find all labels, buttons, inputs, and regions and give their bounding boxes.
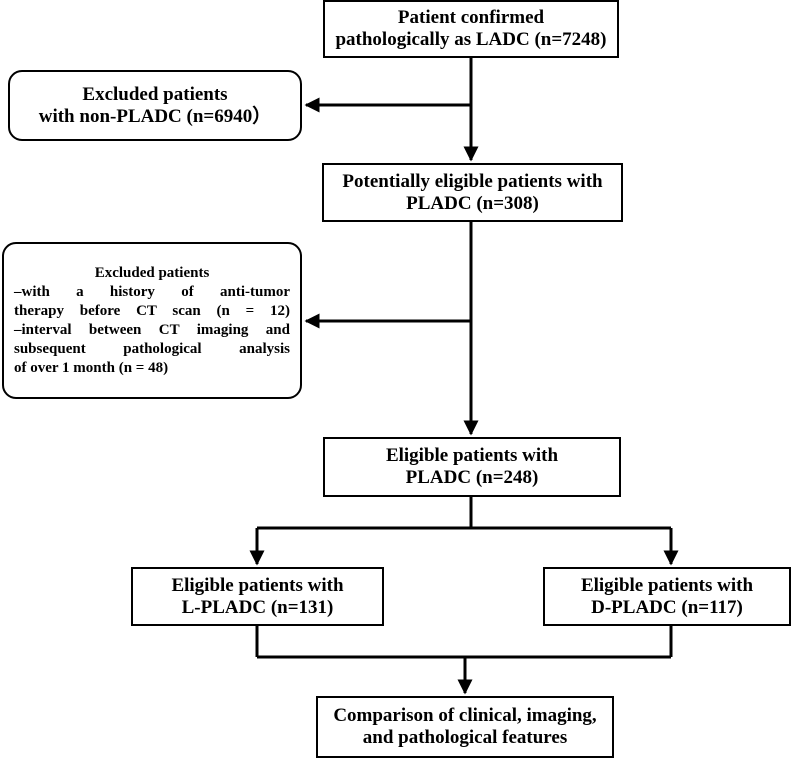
comparison-box: Comparison of clinical, imaging, and pat…	[316, 696, 614, 758]
l-pladc-box: Eligible patients with L-PLADC (n=131)	[131, 567, 384, 626]
excluded-second-line-1: –with a history of anti-tumor	[14, 283, 290, 300]
comparison-line-2: and pathological features	[362, 727, 568, 748]
excluded-first-line-2: with non-PLADC (n=6940）	[38, 105, 272, 127]
potentially-line-1: Potentially eligible patients with	[342, 170, 603, 192]
potentially-eligible-box: Potentially eligible patients with PLADC…	[322, 163, 623, 222]
excluded-second-heading: Excluded patients	[94, 264, 210, 281]
d-pladc-box: Eligible patients with D-PLADC (n=117)	[543, 567, 791, 626]
d-pladc-line-1: Eligible patients with	[580, 574, 754, 596]
l-pladc-line-2: L-PLADC (n=131)	[181, 596, 334, 618]
excluded-non-pladc-box: Excluded patients with non-PLADC (n=6940…	[8, 70, 302, 141]
comparison-line-1: Comparison of clinical, imaging,	[333, 705, 597, 726]
excluded-second-line-4: subsequent pathological analysis	[14, 340, 290, 357]
excluded-second-line-5: of over 1 month (n = 48)	[14, 359, 169, 376]
eligible-line-1: Eligible patients with	[385, 445, 559, 466]
confirmed-line-1: Patient confirmed	[397, 7, 545, 28]
eligible-box: Eligible patients with PLADC (n=248)	[323, 437, 621, 497]
confirmed-line-2: pathologically as LADC (n=7248)	[335, 29, 607, 50]
d-pladc-line-2: D-PLADC (n=117)	[591, 596, 743, 618]
excluded-first-line-1: Excluded patients	[82, 83, 228, 105]
excluded-therapy-interval-box: Excluded patients –with a history of ant…	[2, 242, 302, 399]
excluded-second-line-2: therapy before CT scan (n = 12)	[14, 302, 290, 319]
confirmed-box: Patient confirmed pathologically as LADC…	[323, 0, 619, 58]
l-pladc-line-1: Eligible patients with	[171, 574, 344, 596]
excluded-second-line-3: –interval between CT imaging and	[14, 321, 290, 338]
potentially-line-2: PLADC (n=308)	[406, 192, 539, 214]
eligible-line-2: PLADC (n=248)	[405, 467, 539, 488]
